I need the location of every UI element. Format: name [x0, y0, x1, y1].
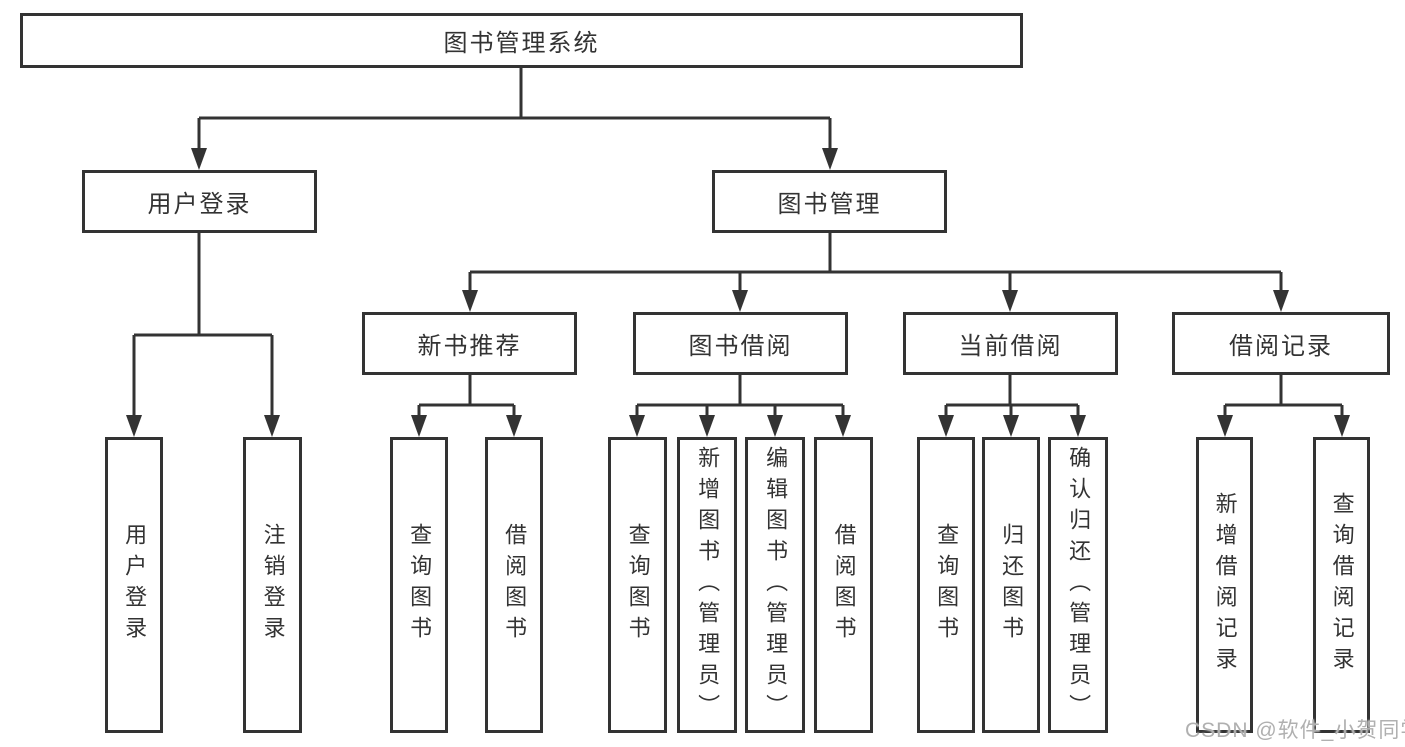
node-user-login: 用户登录	[82, 170, 317, 233]
node-root-system: 图书管理系统	[20, 13, 1023, 68]
leaf-edit-book-admin: 编辑图书（管理员）	[745, 437, 805, 733]
leaf-add-book-admin: 新增图书（管理员）	[677, 437, 737, 733]
leaf-user-login-label: 用户登录	[122, 523, 148, 647]
leaf-recommend-query-books: 查询图书	[390, 437, 448, 733]
node-borrow-record: 借阅记录	[1172, 312, 1390, 375]
leaf-return-book-label: 归还图书	[999, 523, 1025, 647]
leaf-borrow-query-books-label: 查询图书	[625, 523, 651, 647]
leaf-confirm-return-admin: 确认归还（管理员）	[1048, 437, 1108, 733]
leaf-add-borrow-record-label: 新增借阅记录	[1212, 492, 1238, 678]
node-new-book-recommend: 新书推荐	[362, 312, 577, 375]
node-book-borrow: 图书借阅	[633, 312, 848, 375]
leaf-query-borrow-record-label: 查询借阅记录	[1329, 492, 1355, 678]
arrowheads	[126, 148, 1350, 437]
leaf-borrow-query-books: 查询图书	[608, 437, 667, 733]
leaf-logout-login: 注销登录	[243, 437, 302, 733]
leaf-add-borrow-record: 新增借阅记录	[1196, 437, 1253, 733]
leaf-recommend-borrow-books: 借阅图书	[485, 437, 543, 733]
leaf-borrow-book: 借阅图书	[814, 437, 873, 733]
leaf-current-query-books-label: 查询图书	[934, 523, 960, 647]
leaf-edit-book-admin-label: 编辑图书（管理员）	[763, 445, 789, 725]
leaf-user-login: 用户登录	[105, 437, 163, 733]
connector-stems	[132, 68, 1344, 417]
watermark-text: CSDN @软件_小贺同学	[1185, 719, 1405, 742]
leaf-add-book-admin-label: 新增图书（管理员）	[695, 445, 721, 725]
leaf-current-query-books: 查询图书	[917, 437, 975, 733]
leaf-recommend-query-books-label: 查询图书	[407, 523, 433, 647]
leaf-borrow-book-label: 借阅图书	[831, 523, 857, 647]
leaf-return-book: 归还图书	[982, 437, 1040, 733]
node-current-borrow: 当前借阅	[903, 312, 1118, 375]
leaf-confirm-return-admin-label: 确认归还（管理员）	[1066, 445, 1092, 725]
leaf-recommend-borrow-books-label: 借阅图书	[502, 523, 528, 647]
node-book-management: 图书管理	[712, 170, 947, 233]
leaf-logout-login-label: 注销登录	[260, 523, 286, 647]
leaf-query-borrow-record: 查询借阅记录	[1313, 437, 1370, 733]
